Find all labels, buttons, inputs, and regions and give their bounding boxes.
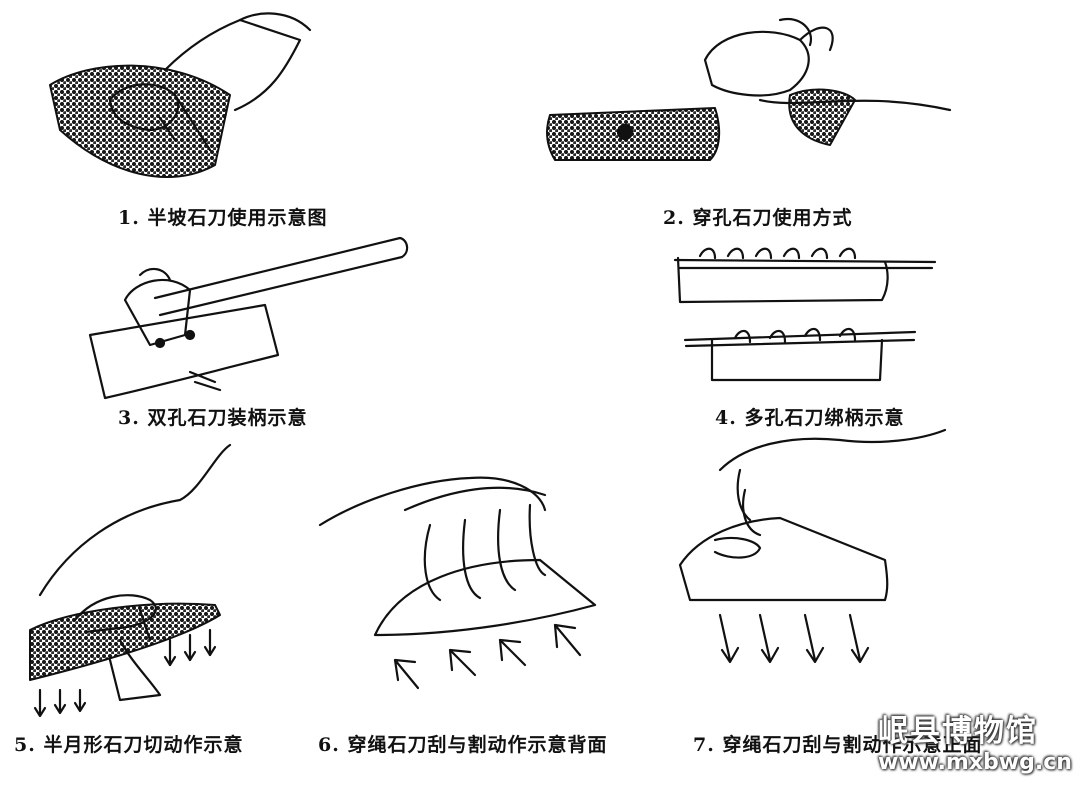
figure-5-half-moon-knife	[29, 443, 232, 718]
caption-figure-6: 6. 穿绳石刀刮与割动作示意背面	[318, 734, 608, 756]
figure-6-rope-knife-back	[318, 476, 597, 690]
caption-figure-2: 2. 穿孔石刀使用方式	[663, 207, 853, 229]
figure-4-multi-hole-knife	[673, 247, 937, 382]
caption-figure-5: 5. 半月形石刀切动作示意	[14, 734, 244, 756]
watermark-museum-name: 岷县博物馆	[878, 714, 1038, 749]
caption-figure-7: 7. 穿绳石刀刮与割动作示意正面	[693, 734, 983, 756]
caption-figure-3: 3. 双孔石刀装柄示意	[118, 407, 308, 429]
caption-figure-4: 4. 多孔石刀绑柄示意	[715, 407, 905, 429]
figure-2-perforated-knife	[546, 17, 952, 161]
figure-3-double-hole-knife	[88, 236, 409, 400]
figure-7-rope-knife-front	[678, 428, 947, 664]
watermark-url: www.mxbwg.cn	[878, 750, 1072, 775]
caption-figure-1: 1. 半坡石刀使用示意图	[118, 207, 328, 229]
figure-1-banpo-knife	[49, 12, 312, 178]
